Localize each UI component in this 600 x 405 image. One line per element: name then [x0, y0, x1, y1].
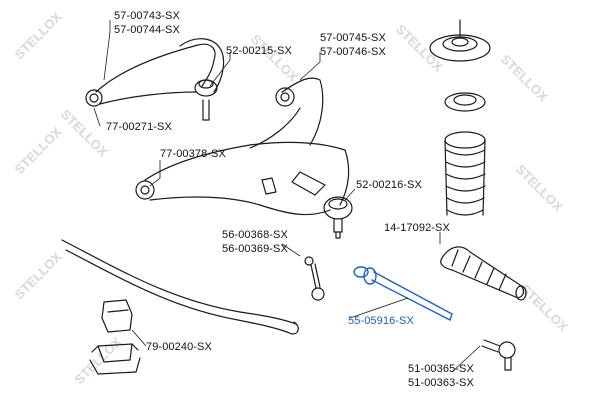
part-label-stab-bushing[interactable]: 79-00240-SX [146, 341, 212, 353]
part-label-tie-rod-end-a[interactable]: 51-00365-SX [408, 363, 474, 375]
stabilizer-link [304, 256, 325, 301]
lower-ball-joint [323, 196, 353, 239]
stabilizer-bushing [89, 299, 141, 375]
watermark-text: STELLOX [58, 107, 111, 160]
watermark-text: STELLOX [393, 22, 446, 75]
watermark-layer: STELLOX STELLOX STELLOX STELLOX STELLOX … [12, 9, 572, 387]
part-label-lower-arm-a[interactable]: 57-00745-SX [320, 32, 386, 44]
leader-lines [93, 20, 481, 373]
part-label-upper-ball-joint[interactable]: 52-00215-SX [226, 45, 292, 57]
watermark-text: STELLOX [12, 249, 65, 302]
upper-control-arm [85, 38, 225, 121]
lower-control-arm [135, 77, 350, 216]
part-label-lower-arm-b[interactable]: 57-00746-SX [320, 46, 386, 58]
part-label-lower-bushing[interactable]: 77-00378-SX [160, 148, 226, 160]
tie-rod-end [481, 339, 516, 371]
strut-mount [429, 19, 491, 62]
part-label-lower-ball-joint[interactable]: 52-00216-SX [356, 179, 422, 191]
watermark-text: STELLOX [248, 32, 301, 85]
strut-boot [444, 131, 486, 216]
part-label-stab-link-b[interactable]: 56-00369-SX [222, 243, 288, 255]
part-label-tie-rod[interactable]: 55-05916-SX [348, 315, 414, 327]
rack-boot [440, 246, 527, 301]
part-label-upper-bushing[interactable]: 77-00271-SX [106, 121, 172, 133]
watermark-text: STELLOX [498, 52, 551, 105]
watermark-text: STELLOX [513, 162, 566, 215]
stabilizer-bar [61, 239, 299, 335]
watermark-text: STELLOX [12, 9, 65, 62]
part-label-upper-arm-b[interactable]: 57-00744-SX [114, 24, 180, 36]
part-label-upper-arm-a[interactable]: 57-00743-SX [114, 10, 180, 22]
part-label-tie-rod-end-b[interactable]: 51-00363-SX [408, 377, 474, 389]
part-label-rack-boot[interactable]: 14-17092-SX [384, 222, 450, 234]
tie-rod [353, 266, 453, 321]
part-label-stab-link-a[interactable]: 56-00368-SX [222, 229, 288, 241]
watermark-text: STELLOX [12, 124, 65, 177]
strut-bearing [444, 92, 486, 112]
